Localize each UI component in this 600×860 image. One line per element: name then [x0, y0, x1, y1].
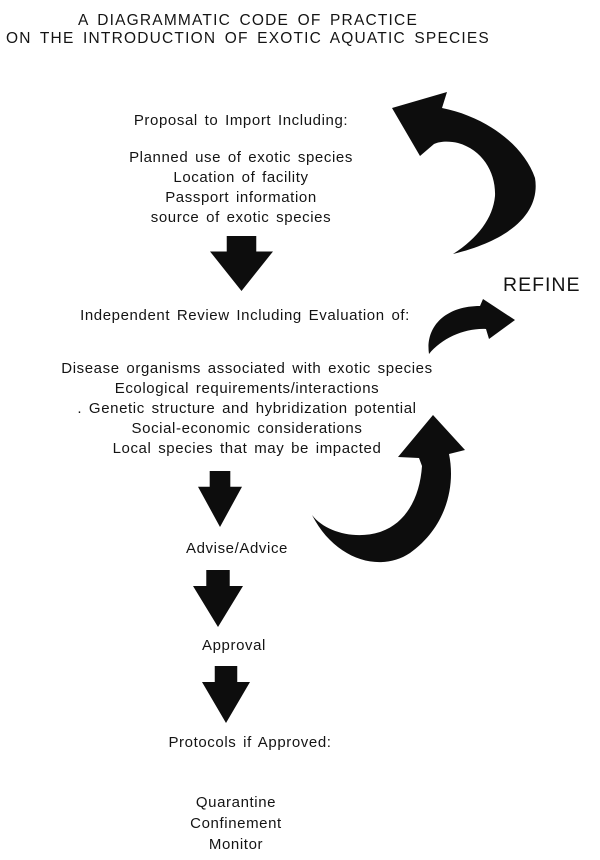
list-item: source of exotic species	[150, 209, 332, 226]
list-item: Monitor	[208, 836, 264, 853]
down-arrow-icon	[202, 666, 250, 723]
title-line-2: ON THE INTRODUCTION OF EXOTIC AQUATIC SP…	[6, 30, 490, 47]
list-item: . Genetic structure and hybridization po…	[77, 400, 417, 417]
down-arrow-icon	[198, 471, 242, 527]
approval-label: Approval	[201, 637, 266, 654]
proposal-item-list: Planned use of exotic species Location o…	[0, 148, 482, 228]
proposal-heading: Proposal to Import Including:	[133, 112, 349, 129]
page-title: A DIAGRAMMATIC CODE OF PRACTICE ON THE I…	[0, 12, 496, 48]
refine-small-arrow-icon	[428, 299, 515, 354]
list-item: Social-economic considerations	[131, 420, 363, 437]
list-item: Location of facility	[173, 169, 309, 186]
protocols-item-list: Quarantine Confinement Monitor	[0, 792, 472, 855]
refine-label: REFINE	[503, 274, 581, 296]
refine-loop-arrow-icon	[392, 92, 536, 254]
down-arrow-icon	[210, 236, 273, 291]
title-line-1: A DIAGRAMMATIC CODE OF PRACTICE	[78, 12, 418, 29]
feedback-up-arrow-icon	[312, 415, 465, 563]
advise-label: Advise/Advice	[185, 540, 288, 557]
list-item: Local species that may be impacted	[112, 440, 382, 457]
list-item: Disease organisms associated with exotic…	[61, 360, 433, 377]
list-item: Confinement	[190, 815, 282, 832]
list-item: Quarantine	[195, 794, 277, 811]
list-item: Ecological requirements/interactions	[114, 380, 380, 397]
list-item: Passport information	[165, 189, 317, 206]
protocols-heading: Protocols if Approved:	[168, 734, 332, 751]
review-heading: Independent Review Including Evaluation …	[80, 307, 410, 324]
review-item-list: Disease organisms associated with exotic…	[0, 359, 494, 459]
list-item: Planned use of exotic species	[129, 149, 353, 166]
down-arrow-icon	[193, 570, 243, 627]
